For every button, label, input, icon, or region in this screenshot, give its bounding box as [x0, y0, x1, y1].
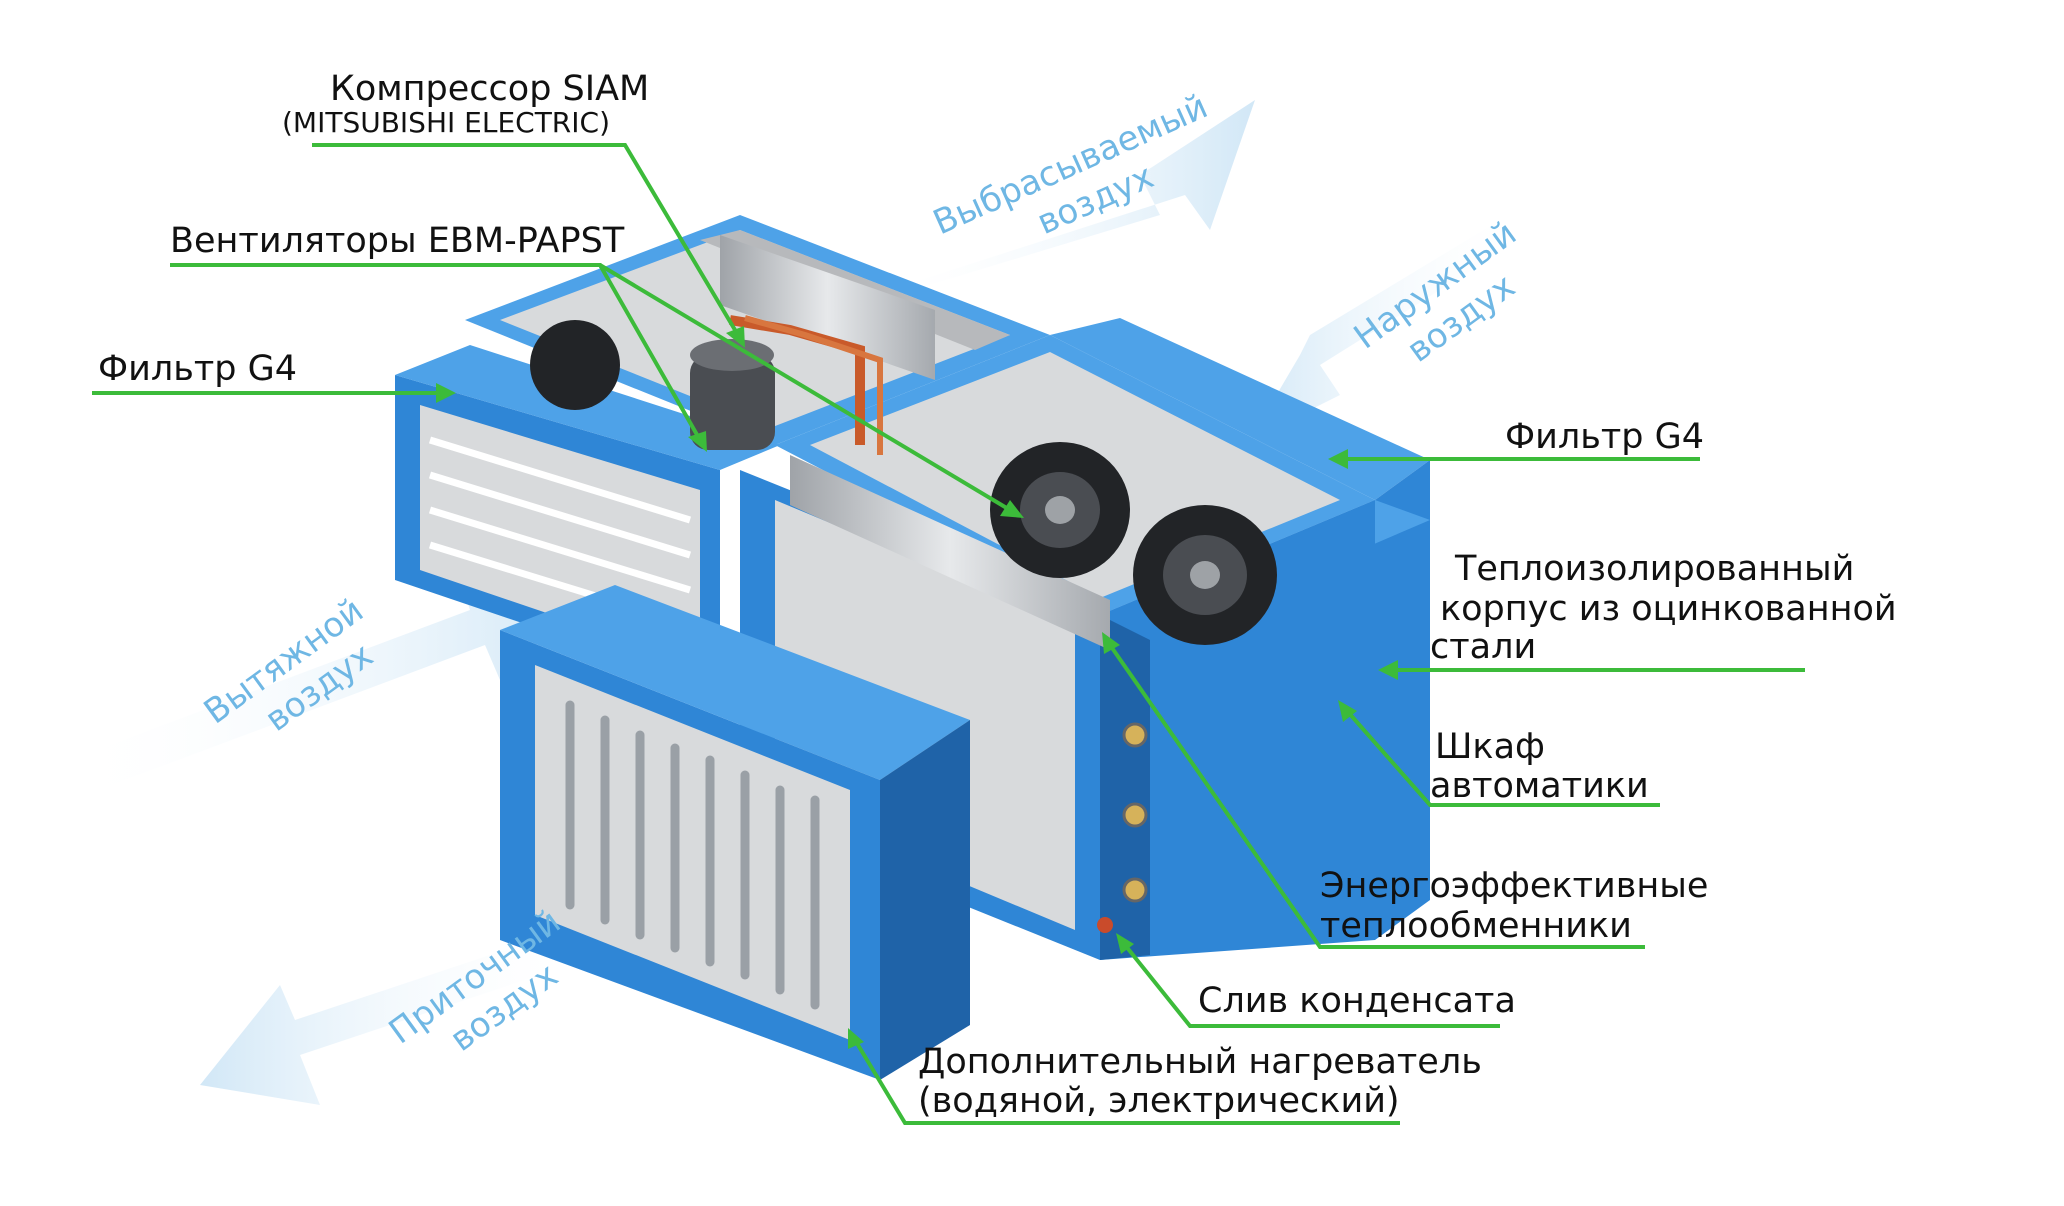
fan-icon — [530, 320, 1277, 645]
leader-lines — [92, 143, 1805, 1125]
leader-exchangers — [1102, 632, 1645, 949]
heat-exchanger-icon — [720, 235, 1110, 650]
label-housing-line2: корпус из оцинкованной — [1440, 589, 1897, 629]
airflow-supply-arrow — [200, 925, 585, 1105]
label-compressor-line1: Компрессор SIAM — [330, 69, 650, 109]
label-heater-line2: (водяной, электрический) — [918, 1081, 1400, 1121]
label-compressor-line2: (MITSUBISHI ELECTRIC) — [282, 106, 610, 139]
label-housing-line3: стали — [1430, 627, 1537, 667]
label-exchangers-line2: теплообменники — [1320, 906, 1632, 946]
heater-elements — [565, 700, 820, 1010]
leader-fans — [170, 263, 1024, 518]
leader-housing — [1378, 660, 1805, 680]
label-housing-line1: Теплоизолированный — [1455, 549, 1855, 589]
airflow-extract-arrow — [70, 565, 580, 795]
leader-cabinet — [1338, 700, 1660, 807]
label-filter-right: Фильтр G4 — [1505, 417, 1704, 457]
label-exchangers-line1: Энергоэффективные — [1320, 866, 1709, 906]
label-fans: Вентиляторы EBM-PAPST — [170, 221, 625, 261]
leader-filter-left — [92, 383, 456, 403]
airflow-outdoor-label: Наружный воздух — [1347, 213, 1524, 370]
leader-heater — [848, 1028, 1400, 1125]
label-drain: Слив конденсата — [1198, 981, 1516, 1021]
leader-filter-right — [1328, 449, 1700, 469]
leader-drain — [1116, 933, 1500, 1028]
leader-compressor — [312, 143, 745, 348]
airflow-outdoor-arrow — [1250, 220, 1520, 440]
label-filter-left: Фильтр G4 — [98, 349, 297, 389]
drain-fittings — [1097, 722, 1148, 933]
label-cabinet-line2: автоматики — [1430, 766, 1649, 806]
label-cabinet-line1: Шкаф — [1435, 727, 1545, 767]
label-heater-line1: Дополнительный нагреватель — [918, 1042, 1482, 1082]
compressor-icon — [690, 315, 883, 455]
